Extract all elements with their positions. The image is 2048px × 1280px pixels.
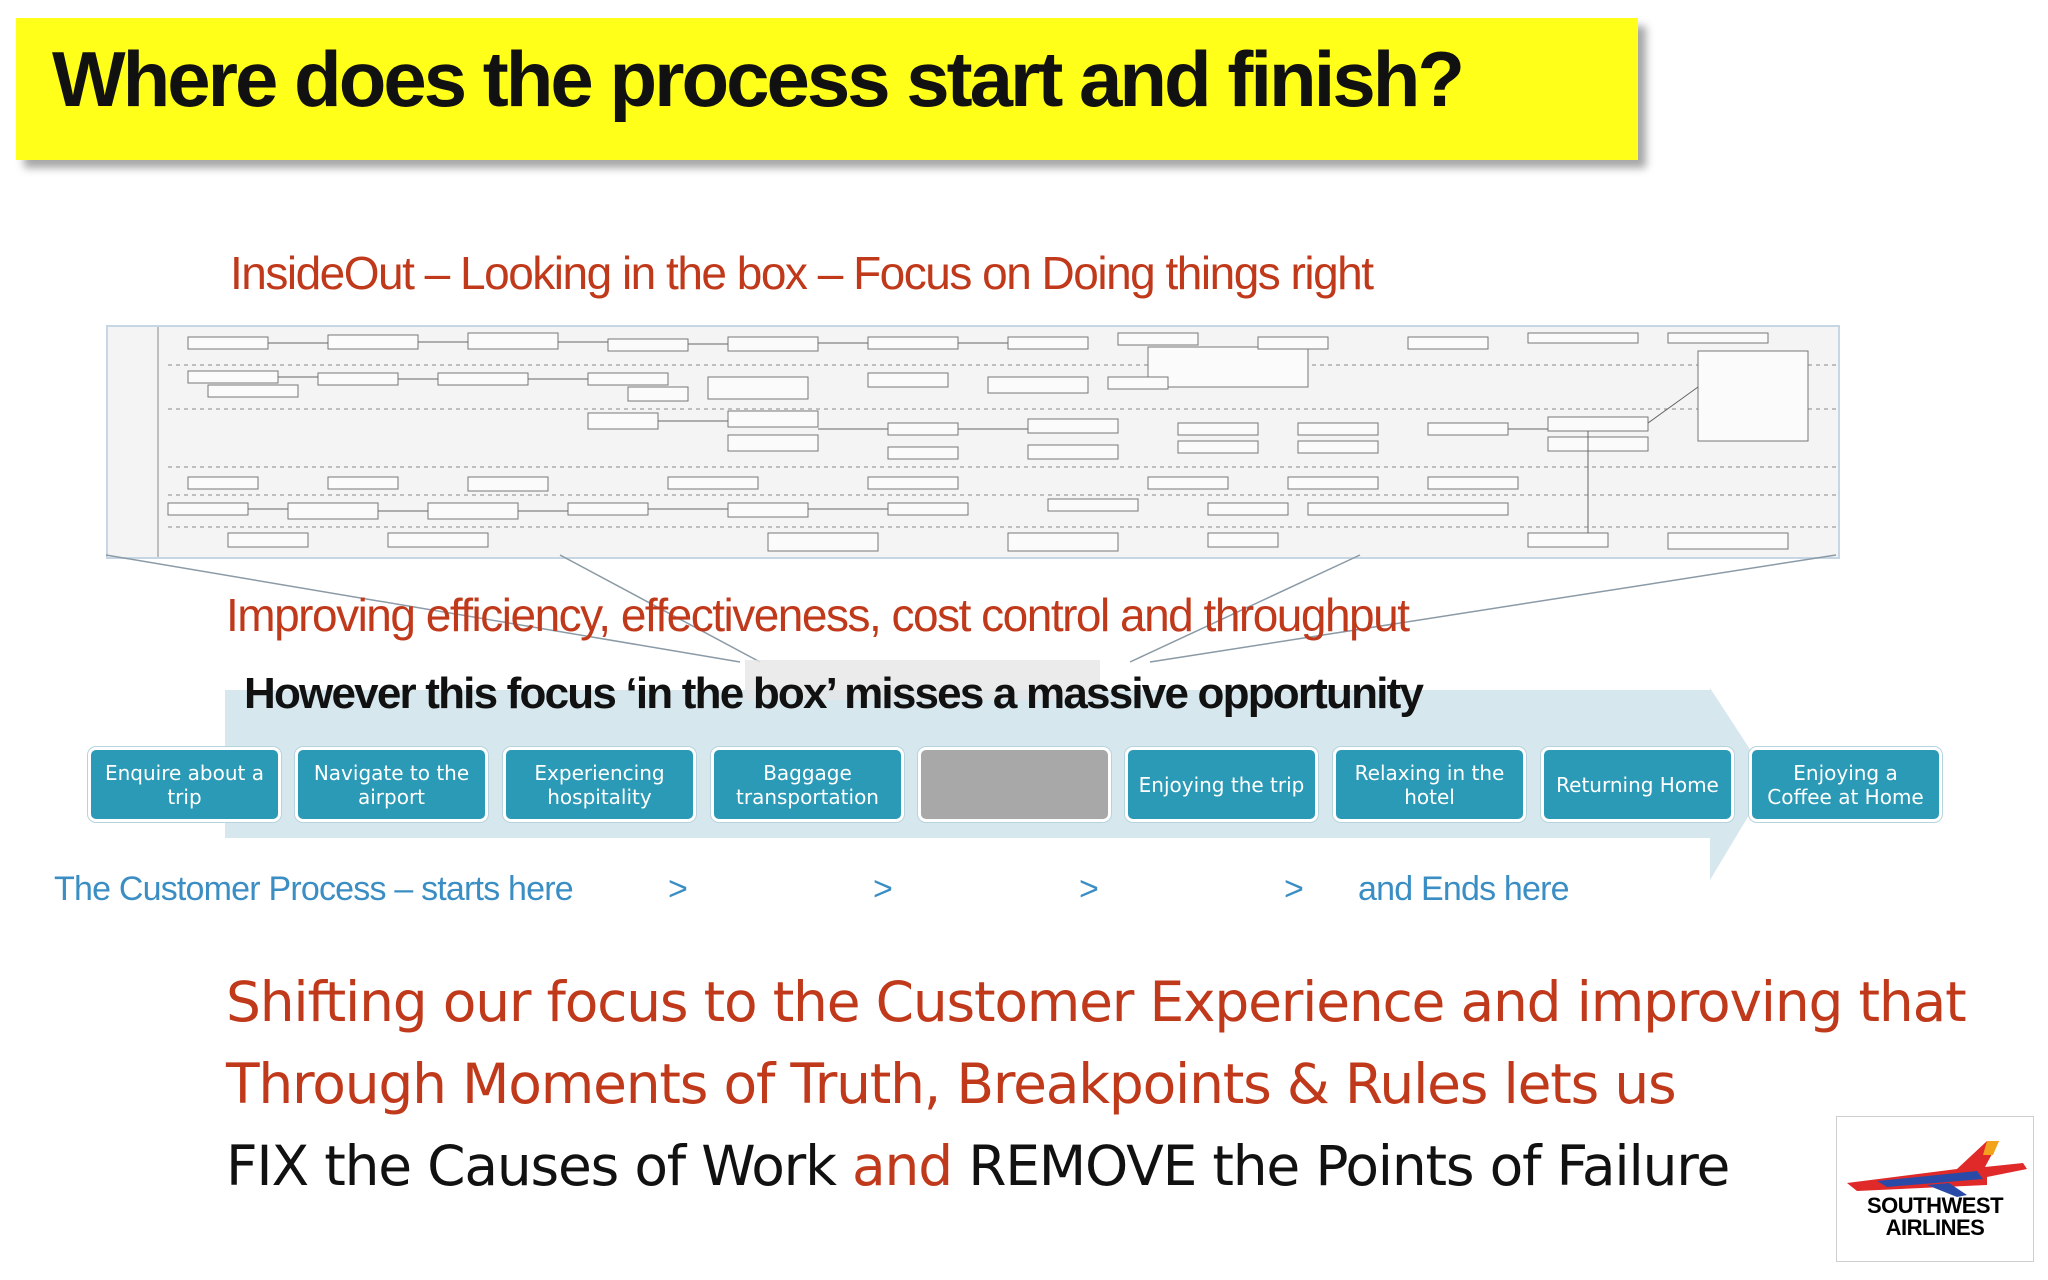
- and-text: and: [852, 1134, 953, 1198]
- customer-process-start: The Customer Process – starts here: [54, 870, 574, 908]
- step-relaxing-hotel: Relaxing in the hotel: [1333, 747, 1526, 822]
- flowchart-graphic: [157, 327, 1838, 557]
- southwest-logo: SOUTHWEST AIRLINES: [1836, 1116, 2034, 1262]
- insideout-heading: InsideOut – Looking in the box – Focus o…: [230, 247, 1374, 299]
- remove-failure-text: REMOVE the Points of Failure: [968, 1134, 1730, 1198]
- closing-line-2: Through Moments of Truth, Breakpoints & …: [226, 1052, 1677, 1116]
- logo-text-southwest: SOUTHWEST: [1866, 1193, 2004, 1218]
- step-enjoying-trip: Enjoying the trip: [1125, 747, 1318, 822]
- title-banner: Where does the process start and finish?: [16, 18, 1638, 160]
- process-separator: >: [873, 870, 893, 908]
- step-returning-home: Returning Home: [1541, 747, 1734, 822]
- process-separator: >: [1079, 870, 1099, 908]
- closing-line-3: FIX the Causes of Work and REMOVE the Po…: [226, 1139, 1730, 1194]
- process-separator: >: [668, 870, 688, 908]
- financial-flowchart-image: [106, 325, 1840, 559]
- step-coffee-at-home: Enjoying a Coffee at Home: [1749, 747, 1942, 822]
- fix-causes-text: FIX the Causes of Work: [226, 1134, 837, 1198]
- step-baggage: Baggage transportation: [711, 747, 904, 822]
- process-separator: >: [1284, 870, 1304, 908]
- closing-line-1: Shifting our focus to the Customer Exper…: [226, 970, 1967, 1034]
- improving-heading: Improving efficiency, effectiveness, cos…: [226, 589, 1410, 641]
- airplane-icon: [1847, 1141, 2027, 1197]
- step-enquire: Enquire about a trip: [88, 747, 281, 822]
- missed-opportunity-heading: However this focus ‘in the box’ misses a…: [244, 669, 1424, 718]
- step-empty: [918, 747, 1111, 822]
- logo-text-airlines: AIRLINES: [1885, 1215, 1985, 1240]
- step-hospitality: Experiencing hospitality: [503, 747, 696, 822]
- slide-title: Where does the process start and finish?: [52, 35, 1465, 123]
- customer-process-end: and Ends here: [1358, 870, 1570, 908]
- step-navigate: Navigate to the airport: [295, 747, 488, 822]
